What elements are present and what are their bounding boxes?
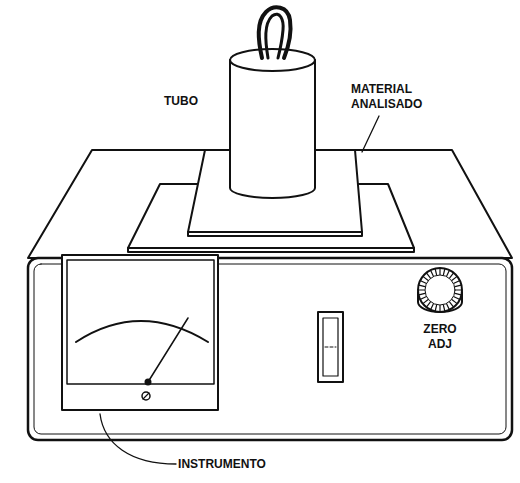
knurl-stroke <box>443 305 444 311</box>
knurl-stroke <box>431 304 434 309</box>
switch-mark <box>325 347 336 348</box>
knurl-stroke <box>452 300 457 304</box>
knurl-stroke <box>419 285 425 286</box>
knurl-stroke <box>427 302 431 307</box>
part-label: TUBO <box>164 94 198 109</box>
tube-cable <box>259 7 291 58</box>
knurl-stroke <box>435 269 436 275</box>
knurl-stroke <box>447 271 450 276</box>
needle-pivot <box>146 380 151 385</box>
knurl-stroke <box>454 281 459 284</box>
knurl-stroke <box>456 289 462 290</box>
knurl-stroke <box>455 285 461 286</box>
leader-line <box>100 414 176 464</box>
knurl-stroke <box>419 289 425 290</box>
knurl-stroke <box>423 300 428 304</box>
tube-body <box>230 60 315 198</box>
zero-adj-knob <box>418 268 462 312</box>
control-label: ZERO ADJ <box>416 322 464 352</box>
knurl-stroke <box>443 269 444 275</box>
knurl-stroke <box>450 302 454 307</box>
knurl-stroke <box>452 277 457 281</box>
part-label: MATERIAL ANALISADO <box>351 82 447 112</box>
tube-top <box>230 49 315 71</box>
part-label: INSTRUMENTO <box>178 457 266 472</box>
knurl-stroke <box>431 271 434 276</box>
switch-rocker <box>323 318 338 376</box>
knurl-stroke <box>455 293 461 294</box>
material-plate-edge <box>128 248 414 252</box>
knurl-stroke <box>423 277 428 281</box>
knurl-stroke <box>439 306 440 312</box>
meter-window <box>67 260 214 384</box>
knurl-stroke <box>447 304 450 309</box>
knurl-stroke <box>450 273 454 278</box>
knurl-stroke <box>427 273 431 278</box>
knurl-stroke <box>421 297 426 300</box>
meter-scale <box>76 321 208 342</box>
zero-screw-slot <box>143 393 149 399</box>
material-sample-edge <box>188 232 362 236</box>
tube-cable <box>266 14 283 58</box>
knurl-stroke <box>419 293 425 294</box>
meter-needle <box>148 318 188 382</box>
switch-frame <box>318 312 343 382</box>
knurl-stroke <box>435 305 436 311</box>
leader-line <box>362 116 379 152</box>
meter-frame <box>62 255 218 410</box>
knurl-stroke <box>439 269 440 275</box>
zero-screw <box>142 392 150 400</box>
knurl-stroke <box>421 281 426 284</box>
knurl-stroke <box>454 297 459 300</box>
